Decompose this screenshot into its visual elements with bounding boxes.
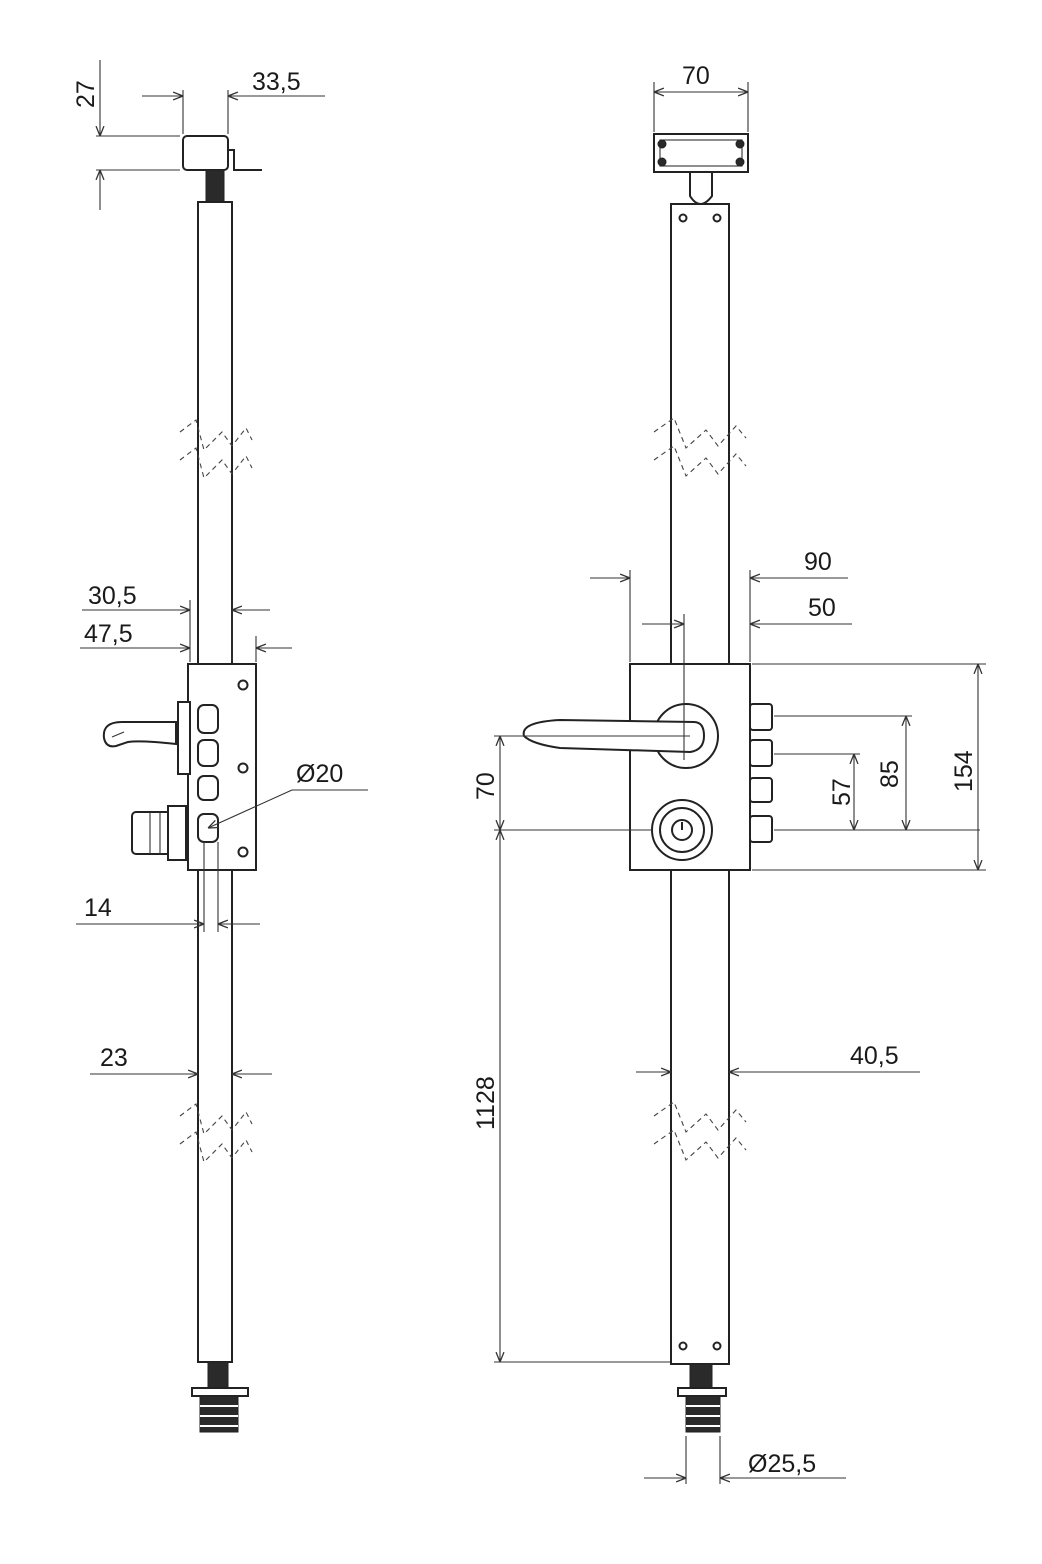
- dim-left-case-a: 30,5: [88, 582, 137, 610]
- dim-right-bolt-85: 85: [876, 760, 904, 788]
- right-front-view: 70 90 50 70 57 85 154: [472, 62, 986, 1484]
- dim-right-bolt-57: 57: [828, 778, 856, 806]
- dim-right-bottom-diameter: Ø25,5: [748, 1450, 816, 1478]
- right-lower-rod: [670, 869, 730, 1365]
- dim-left-case-b: 47,5: [84, 620, 133, 648]
- dim-left-rod: 23: [100, 1044, 128, 1072]
- dim-left-cylinder: Ø20: [296, 760, 343, 788]
- dim-right-rod-width: 40,5: [850, 1042, 899, 1070]
- left-lower-rod: [197, 869, 233, 1363]
- left-handle: [102, 721, 177, 748]
- dim-left-offset: 14: [84, 894, 112, 922]
- dim-right-case-height: 154: [950, 750, 978, 792]
- dim-right-case-width: 90: [804, 548, 832, 576]
- dim-right-top-width: 70: [682, 62, 710, 90]
- dim-right-handle-cylinder: 70: [472, 772, 500, 800]
- left-side-view: 27 33,5 30,5 47,5 Ø20 14 23: [72, 60, 368, 1433]
- dim-left-top-width: 33,5: [252, 68, 301, 96]
- right-upper-rod: [670, 203, 730, 665]
- left-top-keeper: [182, 135, 229, 171]
- dim-right-rod-length: 1128: [472, 1076, 500, 1130]
- dim-left-top-height: 27: [72, 80, 100, 108]
- left-upper-rod: [197, 201, 233, 665]
- dim-right-backset: 50: [808, 594, 836, 622]
